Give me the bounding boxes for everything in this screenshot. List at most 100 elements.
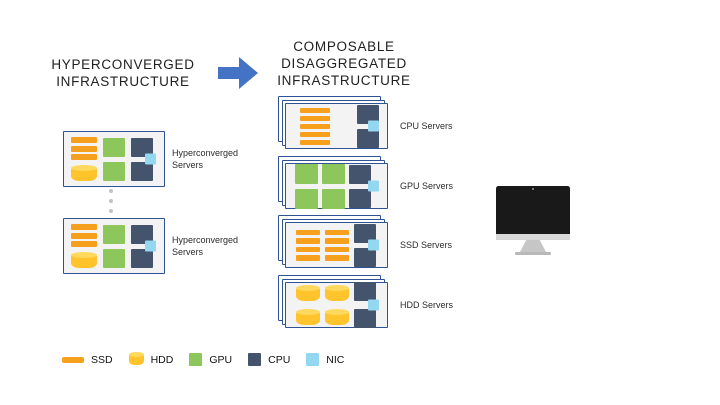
legend-item-gpu: GPU (189, 353, 232, 366)
nic-icon (368, 299, 379, 311)
hdd-icon (296, 285, 320, 301)
gpu-icon (322, 188, 345, 209)
stack-label: CPU Servers (400, 121, 453, 131)
cpu-icon (131, 137, 153, 157)
title-line: INFRASTRUCTURE (56, 74, 190, 89)
monitor-base (515, 252, 551, 255)
ssd-bar-group-icon (296, 229, 320, 261)
nic-icon (368, 239, 379, 251)
label-line: Servers (172, 246, 204, 257)
right-section-title: COMPOSABLE DISAGGREGATED INFRASTRUCTURE (263, 38, 425, 89)
left-section-title: HYPERCONVERGED INFRASTRUCTURE (38, 56, 208, 90)
server-box-label: Hyperconverged Servers (172, 235, 238, 258)
server-stack-gpu-servers: GPU Servers (278, 156, 478, 216)
cpu-icon (349, 164, 371, 184)
gpu-icon (295, 163, 318, 184)
gpu-icon (103, 248, 125, 268)
nic-icon (145, 240, 156, 252)
legend: SSD HDD GPU CPU NIC (62, 351, 344, 366)
ssd-icon (71, 224, 97, 230)
camera-dot (532, 188, 534, 190)
ssd-bar-group-icon (71, 137, 97, 160)
server-box-content (286, 104, 387, 148)
component-column (354, 282, 376, 328)
legend-item-cpu: CPU (248, 353, 290, 366)
hdd-icon (71, 165, 97, 181)
cpu-legend-icon (248, 353, 262, 366)
hyperconverged-server-box (63, 131, 165, 187)
legend-item-nic: NIC (306, 353, 344, 366)
hdd-icon (71, 252, 97, 268)
nic-icon (368, 120, 379, 132)
title-line: INFRASTRUCTURE (277, 73, 411, 88)
hdd-legend-icon (128, 351, 144, 365)
server-box-content (64, 219, 164, 273)
label-line: Hyperconverged (172, 148, 239, 158)
ssd-icon (325, 255, 349, 261)
ssd-icon (300, 107, 330, 113)
label-line: Servers (172, 159, 204, 170)
hyperconverged-server-box (63, 218, 165, 274)
component-column (296, 285, 320, 325)
nic-icon (145, 153, 156, 165)
stack-label: GPU Servers (400, 181, 454, 191)
component-column (354, 223, 376, 267)
component-column (325, 285, 349, 325)
ssd-icon (325, 238, 349, 244)
ssd-icon (325, 229, 349, 235)
component-column (71, 137, 97, 181)
ellipsis-dots (109, 189, 113, 213)
cpu-icon (131, 161, 153, 181)
component-column (325, 229, 349, 261)
legend-item-ssd: SSD (62, 354, 113, 366)
ssd-icon (296, 238, 320, 244)
component-column (103, 224, 125, 268)
component-column (103, 137, 125, 181)
ssd-icon (71, 241, 97, 247)
cpu-icon (354, 223, 376, 243)
ellipsis-dot (109, 189, 113, 193)
server-stack-cpu-servers: CPU Servers (278, 96, 478, 156)
cpu-icon (357, 104, 379, 124)
title-line: DISAGGREGATED (281, 56, 407, 71)
title-line: HYPERCONVERGED (51, 57, 195, 72)
component-column (71, 224, 97, 268)
ssd-icon (325, 246, 349, 252)
server-box (285, 163, 388, 209)
stack-label: SSD Servers (400, 240, 453, 250)
server-box (285, 222, 388, 268)
legend-label: HDD (150, 353, 174, 366)
ssd-icon (296, 229, 320, 235)
cpu-icon (354, 309, 376, 328)
hdd-icon (296, 309, 320, 325)
ssd-legend-icon (62, 356, 84, 363)
desktop-computer (496, 186, 570, 255)
server-box (285, 282, 388, 328)
ssd-icon (71, 137, 97, 143)
server-box (285, 103, 388, 149)
ssd-icon (296, 255, 320, 261)
server-box-content (286, 282, 387, 328)
legend-label: SSD (91, 353, 113, 366)
gpu-icon (295, 188, 318, 209)
label-line: Hyperconverged (172, 235, 239, 245)
server-box-content (286, 163, 387, 209)
gpu-icon (103, 161, 125, 181)
ssd-icon (300, 139, 330, 145)
ssd-icon (300, 115, 330, 121)
ssd-bar-group-icon (300, 107, 330, 145)
stack-label: HDD Servers (400, 300, 454, 310)
gpu-icon (103, 137, 125, 157)
ssd-icon (300, 131, 330, 137)
cpu-icon (357, 128, 379, 148)
ssd-icon (71, 145, 97, 152)
transform-arrow-icon (218, 57, 258, 89)
cpu-icon (354, 282, 376, 301)
gpu-icon (103, 224, 125, 244)
component-column (322, 163, 345, 209)
gpu-legend-icon (189, 353, 203, 366)
cpu-icon (131, 248, 153, 268)
monitor-stand (520, 240, 546, 252)
